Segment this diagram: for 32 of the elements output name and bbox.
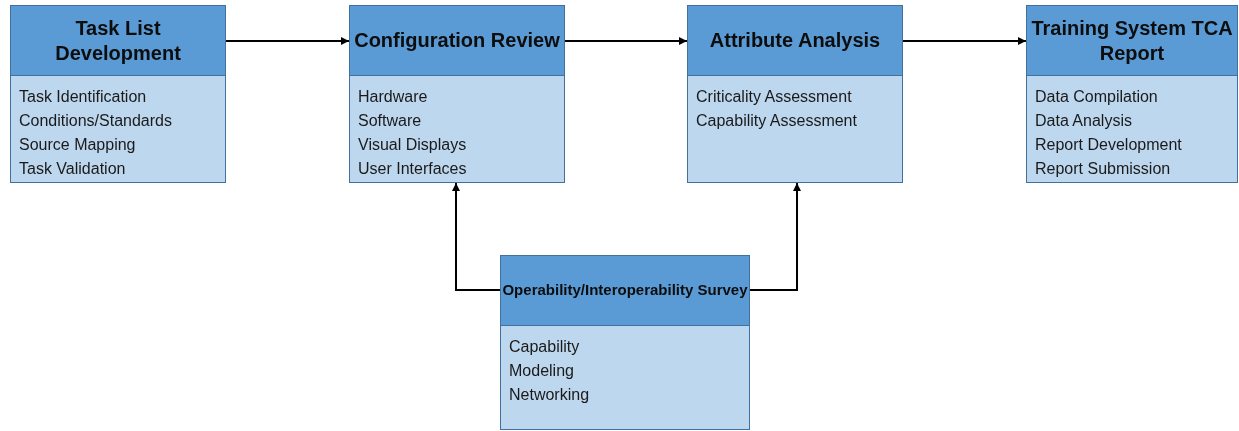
card-title: Task List Development xyxy=(11,6,225,76)
arrow xyxy=(452,182,501,291)
list-item: Capability xyxy=(509,337,580,357)
list-item: Criticality Assessment xyxy=(696,87,852,107)
arrow xyxy=(225,37,350,45)
card-title: Attribute Analysis xyxy=(688,6,902,76)
list-item: Data Compilation xyxy=(1035,87,1158,107)
card-title: Configuration Review xyxy=(350,6,564,76)
list-item: Modeling xyxy=(509,361,574,381)
list-item: Visual Displays xyxy=(358,135,467,155)
card-title: Training System TCA Report xyxy=(1027,6,1237,76)
arrow xyxy=(902,37,1027,45)
list-item: Task Validation xyxy=(19,159,126,179)
list-item: Source Mapping xyxy=(19,135,136,155)
process-card xyxy=(349,5,565,183)
process-card xyxy=(1026,5,1238,183)
list-item: Hardware xyxy=(358,87,428,107)
arrow xyxy=(749,182,801,291)
list-item: Conditions/Standards xyxy=(19,111,172,131)
process-card xyxy=(10,5,226,183)
arrow xyxy=(564,37,688,45)
list-item: Task Identification xyxy=(19,87,147,107)
list-item: Software xyxy=(358,111,422,131)
process-card xyxy=(687,5,903,183)
list-item: User Interfaces xyxy=(358,159,467,179)
process-card xyxy=(500,255,750,430)
list-item: Data Analysis xyxy=(1035,111,1132,131)
list-item: Capability Assessment xyxy=(696,111,857,131)
card-title: Operability/Interoperability Survey xyxy=(501,256,749,326)
list-item: Networking xyxy=(509,385,590,405)
list-item: Report Development xyxy=(1035,135,1182,155)
list-item: Report Submission xyxy=(1035,159,1171,179)
